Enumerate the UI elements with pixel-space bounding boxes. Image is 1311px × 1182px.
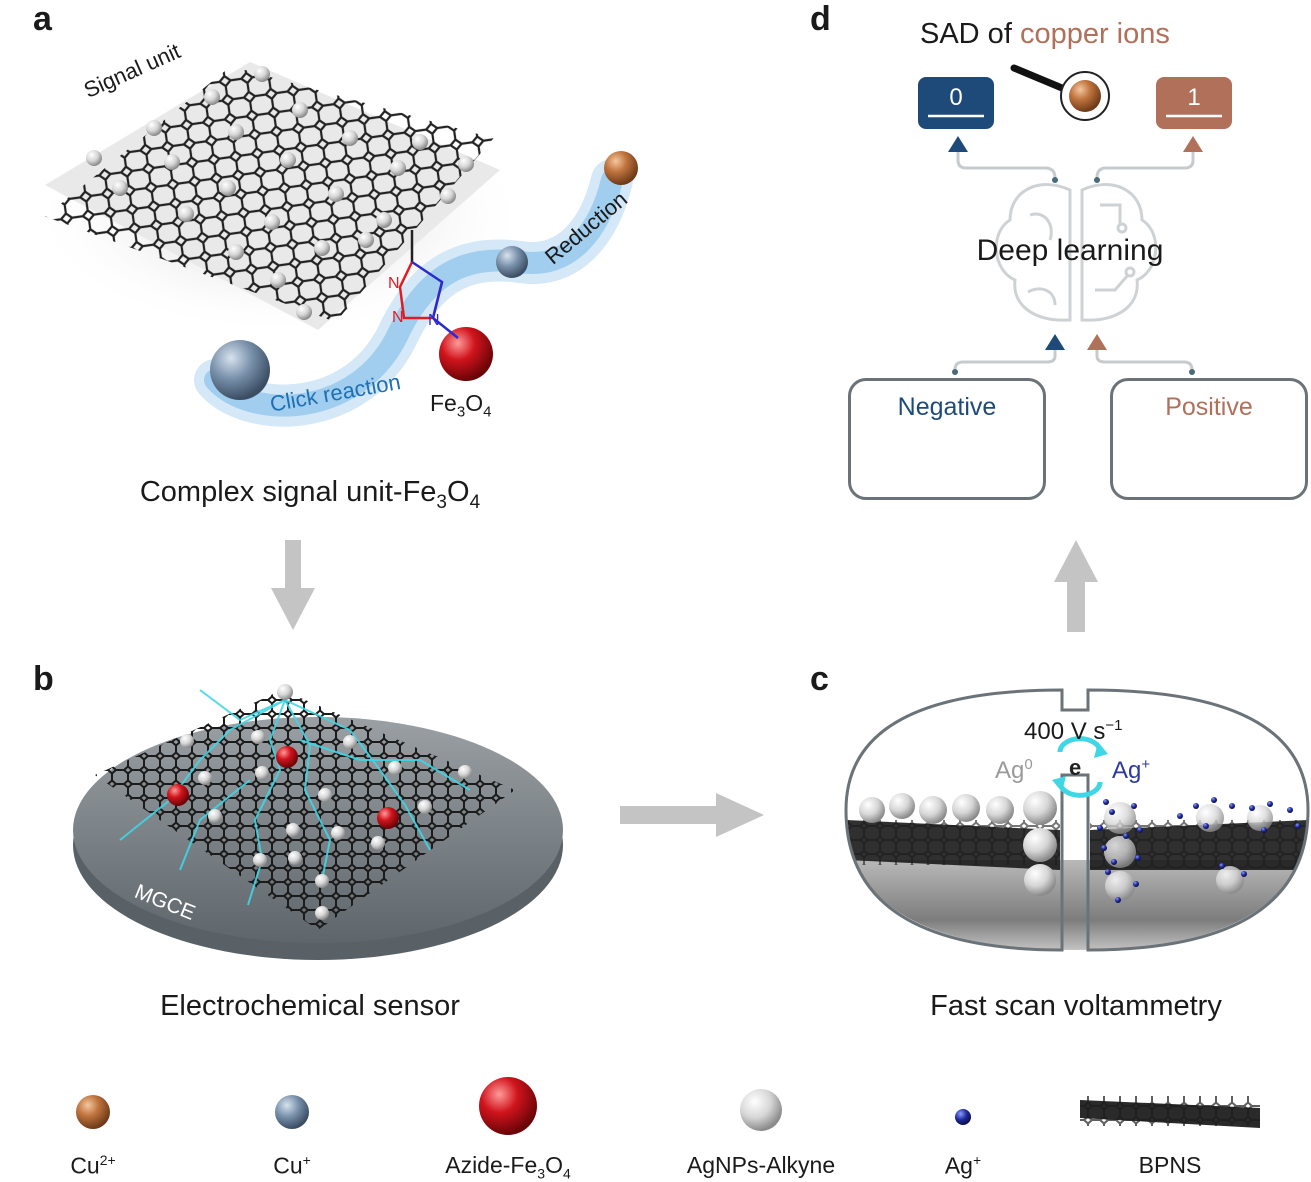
panel-b-illustration [73,684,563,960]
legend-bpns-label: BPNS [1138,1152,1202,1178]
connector-lines [953,150,1195,371]
output-1-label: 1 [1187,84,1201,111]
cu-plus-small [496,246,528,278]
triazole-n2: N [392,309,404,326]
legend-cu-icon [275,1095,309,1129]
triazole-n3: N [428,312,440,329]
lightning-bolts [119,689,471,906]
fe3o4-label: Fe3O4 [430,390,492,421]
copper-ion-bead [1069,80,1101,112]
legend-agnps-icon [740,1089,782,1131]
arrow-c-to-d [1054,540,1098,632]
triazole-ring [398,230,459,339]
output-0-label: 0 [949,84,963,111]
positive-class-box: Positive [1110,378,1308,500]
panel-letter-c: c [810,660,829,698]
legend-icons [76,1077,1260,1135]
legend-bpns-icon [1080,1096,1260,1128]
legend-ag-plus-label: Ag+ [944,1152,982,1179]
legend-cu2-label: Cu2+ [70,1152,116,1179]
panel-c-illustration [844,688,1310,952]
caption-a: Complex signal unit-Fe3O4 [139,476,481,513]
panel-letter-b: b [33,660,54,698]
legend-azide-fe3o4-label: Azide-Fe3O4 [445,1152,571,1182]
legend-cu2-icon [76,1095,110,1129]
legend-ag-plus-icon [955,1109,971,1125]
arrow-b-to-c [620,793,764,837]
scan-rate-label: 400 V s−1 [1024,717,1123,745]
panel-a-illustration [27,31,638,427]
negative-label: Negative [897,393,997,421]
caption-b: Electrochemical sensor [160,990,460,1022]
red-beads-b [167,746,399,829]
brain-icon [994,183,1158,322]
triazole-n1: N [388,275,400,292]
caption-c: Fast scan voltammetry [930,990,1222,1022]
legend-cu-label: Cu+ [273,1152,311,1179]
fe3o4-bead [439,327,493,381]
reaction-ribbon-core [204,169,623,417]
arrow-a-to-b [271,540,315,630]
panel-d-illustration [885,64,1269,492]
legend-agnps-label: AgNPs-Alkyne [686,1152,836,1178]
sad-title: SAD of copper ions [920,18,1170,50]
ag-plus-label: Ag+ [1112,756,1151,784]
silver-beads-b [180,684,472,920]
deep-learning-label: Deep learning [976,234,1164,267]
ag-ion-cloud [1097,797,1301,903]
silver-np-left [859,791,1057,896]
panel-letter-a: a [33,0,52,38]
cu-plus-large [210,340,270,400]
sensor-chamber-outline [844,688,1310,952]
silver-beads-a [86,66,474,320]
legend-azide-fe3o4-icon [479,1077,537,1135]
negative-class-box: Negative [848,378,1046,500]
positive-label: Positive [1165,393,1253,421]
redox-cycle-icon [1052,736,1108,798]
magnifier-handle [1010,64,1066,92]
ag0-label: Ag0 [995,756,1033,784]
electron-label: e [1069,755,1082,780]
panel-letter-d: d [810,0,831,38]
cu2-plus [604,151,638,185]
